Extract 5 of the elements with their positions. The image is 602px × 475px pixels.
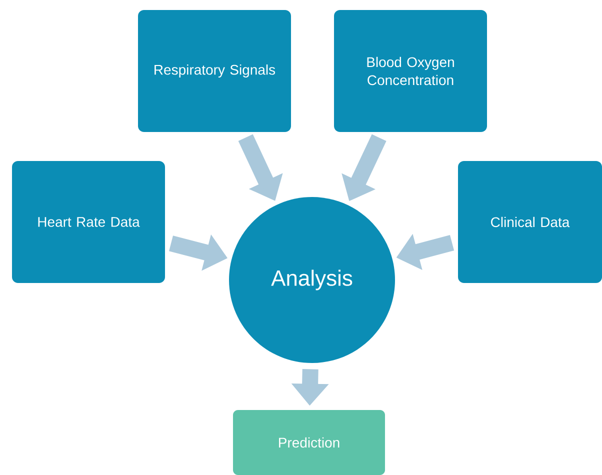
input-box: Respiratory Signals <box>138 10 291 132</box>
input-box: Clinical Data <box>458 161 602 283</box>
input-box: Blood Oxygen Concentration <box>334 10 487 132</box>
input-box: Heart Rate Data <box>12 161 165 283</box>
result-box: Prediction <box>233 410 385 475</box>
